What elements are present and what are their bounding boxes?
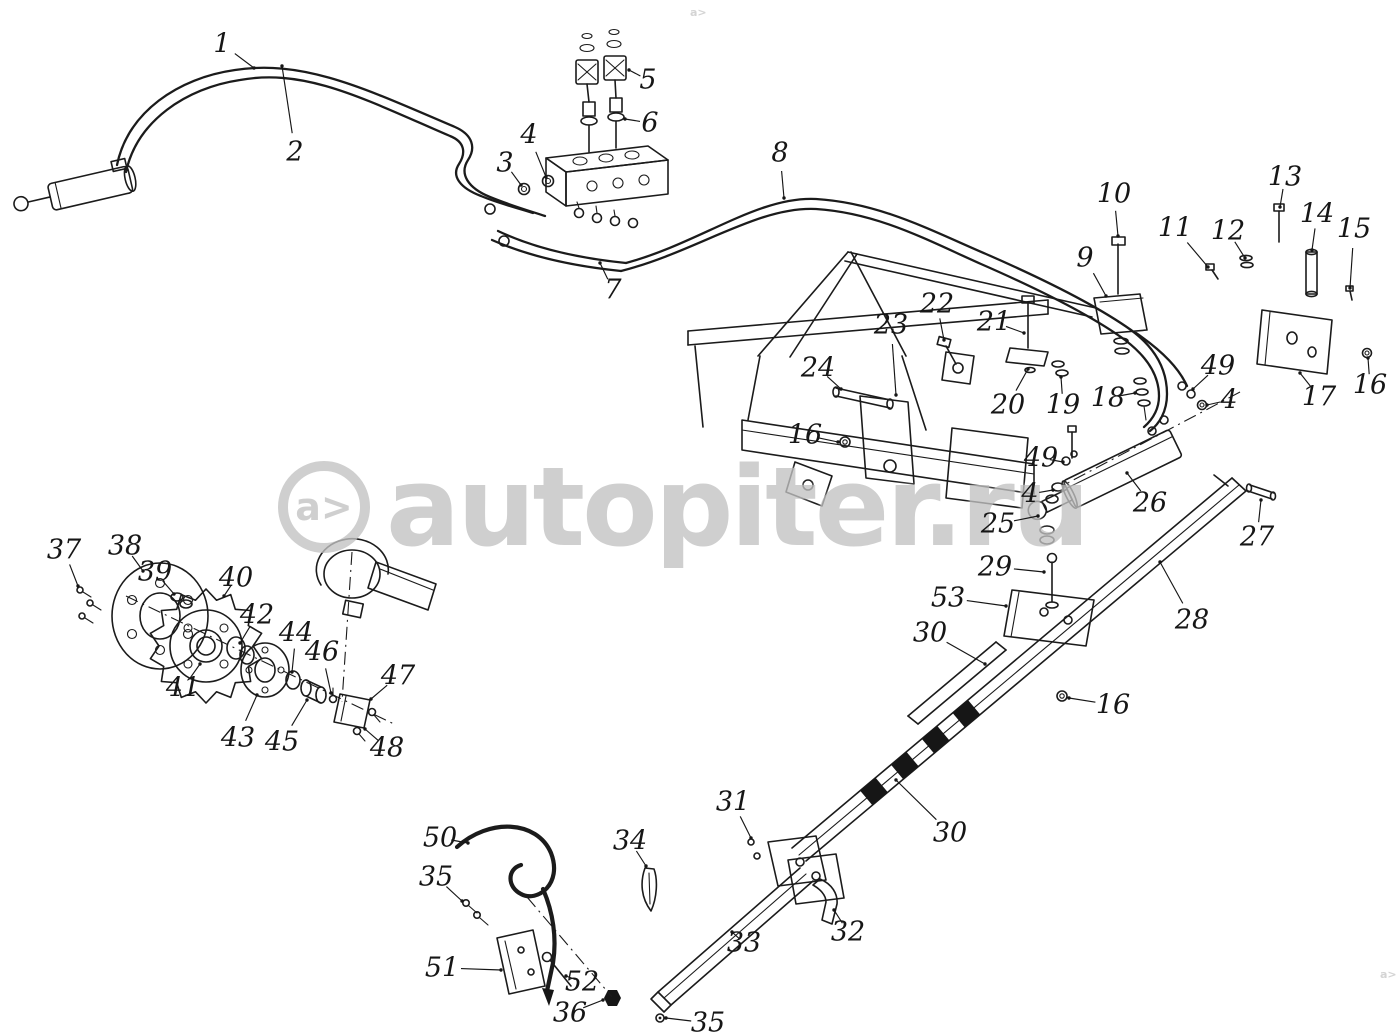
hatch-band-30 — [860, 700, 981, 806]
hinge-bracket-9-10 — [1093, 236, 1148, 355]
bracket-17 — [1256, 309, 1333, 375]
hub-43 — [240, 642, 290, 698]
bolt-29 — [1045, 552, 1059, 609]
washers-42 — [226, 636, 255, 665]
watermark-fragment-top: a> — [690, 6, 707, 19]
hydraulic-hoses-left — [115, 66, 628, 273]
hinge-joint-31-32 — [747, 835, 845, 925]
washer-35-beam — [655, 1013, 665, 1023]
hardware-11-to-16 — [1205, 203, 1373, 359]
nut-16-beam — [1056, 690, 1068, 702]
fittings-25-4-49 — [1039, 425, 1078, 545]
tine-axis-line — [526, 896, 613, 998]
hydraulic-cylinder-26 — [1027, 415, 1183, 521]
washers-18 — [1133, 377, 1151, 421]
left-hydraulic-cylinder — [13, 164, 137, 212]
main-frame — [687, 251, 1097, 509]
watermark-fragment-corner: a> — [1380, 968, 1397, 981]
fitting-49-4-right — [1177, 381, 1208, 411]
pin-46 — [328, 687, 338, 704]
plate-19-20-21 — [1005, 295, 1069, 377]
yoke-axis-line — [341, 551, 353, 703]
sleeve-45 — [300, 679, 327, 704]
bolt-22 — [936, 335, 957, 365]
valve-block — [545, 145, 669, 207]
beam-33 — [650, 867, 814, 1013]
nut-36 — [604, 990, 621, 1006]
pin-27 — [1245, 483, 1277, 501]
beam-28 — [791, 474, 1247, 862]
hose-fittings-nuts — [484, 174, 639, 247]
screws-35 — [461, 898, 489, 926]
hydraulic-hoses-right — [619, 197, 1189, 433]
yoke-tube — [315, 537, 437, 619]
rod-24 — [832, 386, 894, 410]
washers-39 — [170, 592, 193, 609]
tine-34 — [641, 867, 658, 912]
fittings-above-block — [575, 28, 627, 153]
sprocket-40-41 — [149, 588, 263, 704]
bracket-47-48 — [333, 693, 381, 742]
clamp-plate-51 — [496, 929, 546, 995]
screws-37 — [76, 586, 102, 624]
bolt-52 — [541, 951, 572, 987]
nut-16-frame — [839, 436, 851, 448]
plate-38 — [111, 562, 209, 670]
